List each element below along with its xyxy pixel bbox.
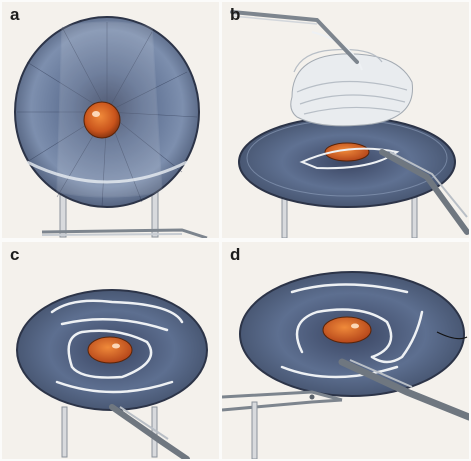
forceps-right-edge: [349, 359, 413, 388]
suture-coils: [293, 48, 408, 115]
panel-d: d: [222, 242, 469, 459]
panel-d-illustration: [222, 271, 469, 459]
top-instrument: [230, 10, 359, 64]
forceps: [109, 404, 190, 459]
panel-label-a: a: [10, 5, 20, 24]
forceps-edge: [389, 151, 468, 218]
pupil: [324, 142, 370, 162]
panel-a-illustration: [14, 16, 208, 238]
forceps-handle: [41, 228, 208, 238]
scissors-pivot: [309, 394, 315, 400]
forceps-edge: [119, 406, 169, 440]
iris: [238, 116, 456, 208]
forceps: [379, 149, 469, 235]
stand-rod-left: [61, 406, 68, 458]
panel-a: a: [2, 2, 219, 238]
rim-highlight: [26, 160, 188, 184]
panel-b: b: [222, 2, 469, 238]
panel-label-c: c: [10, 245, 20, 264]
top-instrument-edge: [231, 15, 318, 25]
pupil-highlight: [92, 111, 100, 117]
panel-b-illustration: [230, 10, 469, 238]
forceps-right: [338, 358, 469, 421]
suture-bundle: [290, 53, 413, 127]
panel-label-b: b: [230, 5, 241, 24]
pupil-highlight: [112, 343, 120, 349]
panel-label-d: d: [230, 245, 241, 264]
thread-loop: [299, 147, 400, 170]
forceps-edge: [41, 233, 183, 236]
panel-c: c: [2, 242, 219, 459]
pupil: [322, 316, 372, 344]
black-thread: [436, 331, 468, 340]
spiral-suture: [50, 299, 184, 394]
stand-rod-left: [251, 401, 258, 459]
pupil: [87, 336, 133, 364]
scissors-upper: [222, 390, 343, 402]
panel-c-illustration: [16, 289, 208, 459]
stand-rod-right: [411, 191, 418, 238]
spiral-suture: [280, 283, 424, 379]
pupil: [83, 101, 121, 139]
pupil-highlight: [351, 323, 359, 329]
scissors-lower: [222, 398, 343, 412]
